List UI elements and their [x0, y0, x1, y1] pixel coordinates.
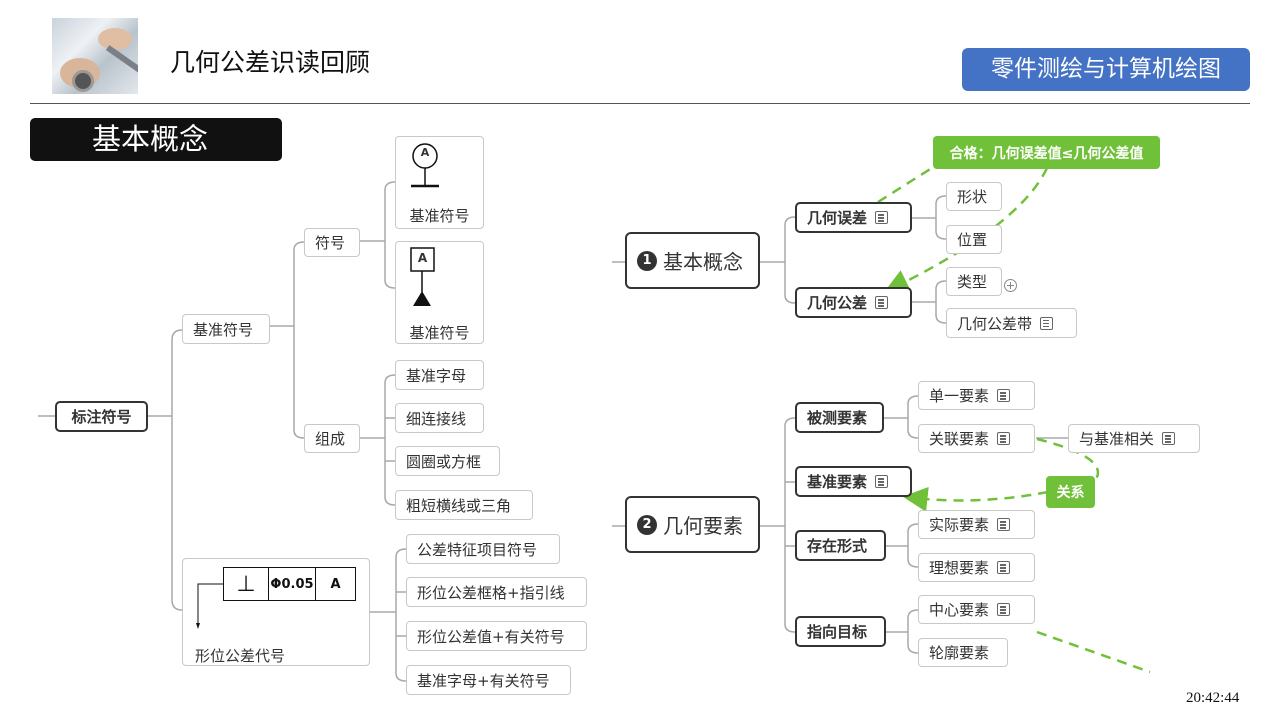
leader-line-icon: [196, 583, 223, 629]
node-geometric-error[interactable]: 几何误差: [795, 202, 912, 233]
note-icon[interactable]: [1040, 316, 1054, 330]
node-measured-element[interactable]: 被测要素: [795, 402, 884, 433]
node-label: 几何公差: [807, 294, 868, 312]
tolerance-code-caption: 形位公差代号: [195, 647, 286, 665]
node-label: 关联要素: [929, 430, 990, 448]
node-basic-concept[interactable]: 1 基本概念: [625, 232, 760, 289]
section-title: 基本概念: [30, 118, 282, 161]
node-related-element[interactable]: 关联要素: [918, 424, 1035, 453]
course-badge: 零件测绘与计算机绘图: [962, 48, 1250, 91]
node-tolerance-zone[interactable]: 几何公差带: [946, 308, 1077, 338]
note-icon[interactable]: [875, 211, 889, 224]
number-badge: 1: [637, 250, 657, 271]
tolerance-value: Φ0.05: [269, 568, 316, 600]
node-label: 理想要素: [929, 559, 990, 577]
node-label: 基本概念: [663, 250, 743, 274]
node-ideal-element[interactable]: 理想要素: [918, 553, 1035, 582]
node-symbol[interactable]: 符号: [304, 228, 360, 257]
node-label: 类型: [957, 273, 988, 291]
datum-triangle-icon: [410, 247, 435, 306]
node-label: 单一要素: [929, 387, 990, 405]
datum-symbol-circle-card[interactable]: A 基准符号: [395, 136, 484, 229]
node-label: 与基准相关: [1079, 430, 1155, 448]
note-icon[interactable]: [875, 296, 889, 309]
node-thick-line-or-triangle[interactable]: 粗短横线或三角: [395, 490, 533, 520]
node-label: 实际要素: [929, 516, 990, 534]
node-related-to-datum[interactable]: 与基准相关: [1068, 424, 1200, 453]
note-icon[interactable]: [875, 475, 889, 488]
timestamp: 20:42:44: [1186, 690, 1240, 706]
node-label: 几何误差: [807, 209, 868, 227]
expand-plus-icon[interactable]: [1004, 279, 1017, 292]
node-center-element[interactable]: 中心要素: [918, 595, 1035, 624]
node-existence-form[interactable]: 存在形式: [795, 530, 886, 561]
node-datum-symbol[interactable]: 基准符号: [182, 314, 270, 344]
header-divider: [30, 103, 1250, 104]
node-actual-element[interactable]: 实际要素: [918, 510, 1035, 539]
perpendicularity-icon: ⊥: [224, 568, 269, 600]
note-icon[interactable]: [997, 389, 1011, 402]
qualified-callout[interactable]: 合格：几何误差值≤几何公差值: [933, 136, 1160, 169]
datum-symbol-caption: 基准符号: [409, 207, 470, 225]
number-badge: 2: [637, 514, 657, 535]
node-position[interactable]: 位置: [946, 225, 1002, 254]
note-icon[interactable]: [997, 603, 1011, 616]
datum-letter: A: [420, 146, 430, 159]
node-datum-element[interactable]: 基准要素: [795, 466, 912, 497]
node-label: 几何公差带: [957, 314, 1033, 333]
node-tolerance-item[interactable]: 公差特征项目符号: [406, 534, 560, 564]
note-icon[interactable]: [997, 518, 1011, 531]
datum-circle-icon: [411, 143, 439, 188]
node-type[interactable]: 类型: [946, 267, 1002, 296]
node-circle-or-square[interactable]: 圆圈或方框: [395, 446, 500, 476]
node-label: 基准要素: [807, 473, 868, 491]
node-thin-connector[interactable]: 细连接线: [395, 403, 484, 433]
tolerance-code-card[interactable]: ⊥ Φ0.05 A 形位公差代号: [182, 558, 370, 666]
note-icon[interactable]: [997, 432, 1011, 445]
node-shape[interactable]: 形状: [946, 182, 1002, 211]
node-label: 几何要素: [663, 514, 743, 538]
node-label: 中心要素: [929, 601, 990, 619]
note-icon[interactable]: [997, 561, 1011, 574]
frame-datum-letter: A: [330, 576, 341, 592]
relation-callout[interactable]: 关系: [1046, 476, 1095, 508]
node-tolerance-item[interactable]: 形位公差值+有关符号: [406, 621, 587, 651]
node-datum-letter[interactable]: 基准字母: [395, 360, 484, 390]
datum-symbol-caption: 基准符号: [409, 324, 470, 342]
node-contour-element[interactable]: 轮廓要素: [918, 638, 1008, 667]
note-icon[interactable]: [1162, 432, 1176, 445]
page-title: 几何公差识读回顾: [170, 48, 371, 77]
node-tolerance-item[interactable]: 基准字母+有关符号: [406, 665, 571, 695]
root-node-annotation-symbol[interactable]: 标注符号: [55, 401, 148, 432]
datum-symbol-square-card[interactable]: A 基准符号: [395, 241, 484, 344]
datum-letter: A: [417, 251, 428, 265]
node-single-element[interactable]: 单一要素: [918, 381, 1035, 410]
node-geometric-elements[interactable]: 2 几何要素: [625, 496, 760, 553]
node-tolerance-item[interactable]: 形位公差框格+指引线: [406, 577, 587, 607]
node-pointing-target[interactable]: 指向目标: [795, 616, 886, 647]
node-composition[interactable]: 组成: [304, 424, 360, 453]
photo-thumbnail: [52, 18, 138, 94]
node-geometric-tolerance[interactable]: 几何公差: [795, 287, 912, 318]
tolerance-frame: ⊥ Φ0.05 A: [223, 567, 356, 601]
